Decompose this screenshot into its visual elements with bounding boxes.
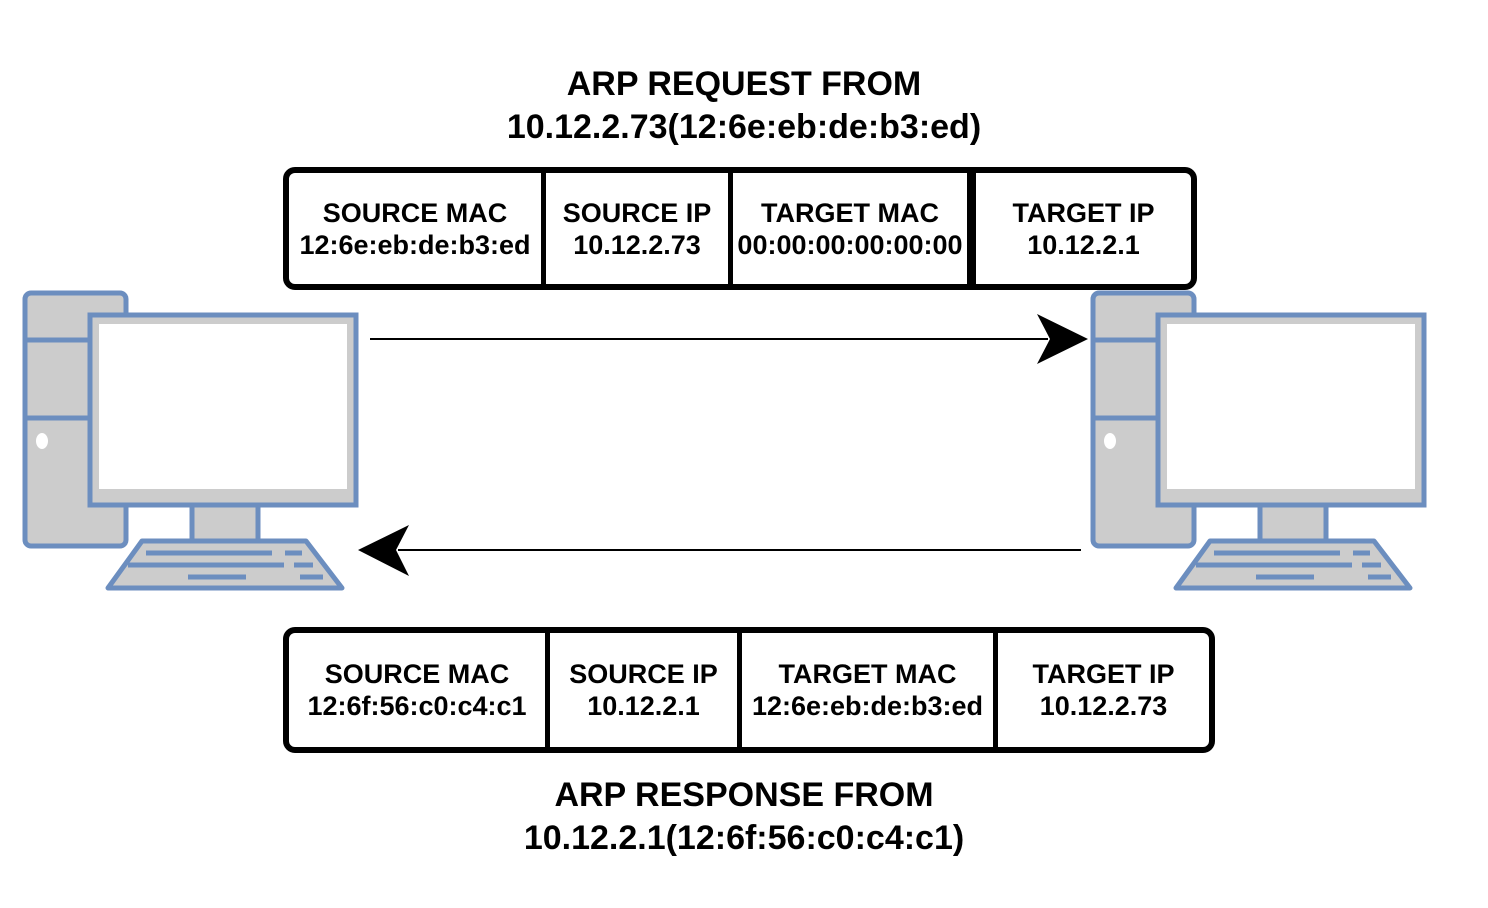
request-title-line2: 10.12.2.73(12:6e:eb:de:b3:ed) (506, 108, 982, 146)
arp-request-packet: SOURCE MAC 12:6e:eb:de:b3:ed SOURCE IP 1… (283, 167, 1197, 290)
field-value: 10.12.2.1 (1027, 229, 1140, 260)
field-label: TARGET IP (1012, 197, 1155, 228)
response-field-source-mac: SOURCE MAC 12:6f:56:c0:c4:c1 (289, 633, 545, 747)
request-title: ARP REQUEST FROM 10.12.2.73(12:6e:eb:de:… (0, 63, 1488, 149)
field-label: SOURCE IP (569, 659, 718, 689)
field-label: SOURCE MAC (324, 659, 510, 689)
request-field-target-ip: TARGET IP 10.12.2.1 (971, 173, 1191, 284)
response-field-target-mac: TARGET MAC 12:6e:eb:de:b3:ed (737, 633, 993, 747)
field-label: TARGET IP (1032, 659, 1175, 689)
field-label: SOURCE MAC (322, 197, 508, 228)
field-value: 12:6e:eb:de:b3:ed (751, 691, 984, 721)
request-field-source-mac: SOURCE MAC 12:6e:eb:de:b3:ed (289, 173, 541, 284)
field-value: 00:00:00:00:00:00 (737, 229, 963, 260)
field-value: 12:6e:eb:de:b3:ed (299, 229, 531, 260)
response-title-line2: 10.12.2.1(12:6f:56:c0:c4:c1) (523, 819, 965, 857)
left-computer-icon (22, 290, 359, 591)
field-value: 10.12.2.73 (573, 229, 701, 260)
request-arrow (370, 314, 1088, 364)
field-value: 10.12.2.1 (587, 691, 700, 721)
response-field-target-ip: TARGET IP 10.12.2.73 (993, 633, 1209, 747)
request-title-line1: ARP REQUEST FROM (566, 65, 922, 103)
response-title: ARP RESPONSE FROM 10.12.2.1(12:6f:56:c0:… (0, 774, 1488, 860)
field-value: 10.12.2.73 (1039, 691, 1168, 721)
field-label: TARGET MAC (778, 659, 957, 689)
arp-response-packet: SOURCE MAC 12:6f:56:c0:c4:c1 SOURCE IP 1… (283, 627, 1215, 753)
field-label: SOURCE IP (562, 197, 712, 228)
field-value: 12:6f:56:c0:c4:c1 (307, 691, 527, 721)
request-field-source-ip: SOURCE IP 10.12.2.73 (541, 173, 728, 284)
response-title-line1: ARP RESPONSE FROM (554, 776, 934, 814)
request-field-target-mac: TARGET MAC 00:00:00:00:00:00 (728, 173, 971, 284)
field-label: TARGET MAC (761, 197, 939, 228)
response-field-source-ip: SOURCE IP 10.12.2.1 (545, 633, 737, 747)
response-arrow (358, 525, 1081, 576)
right-computer-icon (1090, 290, 1427, 591)
